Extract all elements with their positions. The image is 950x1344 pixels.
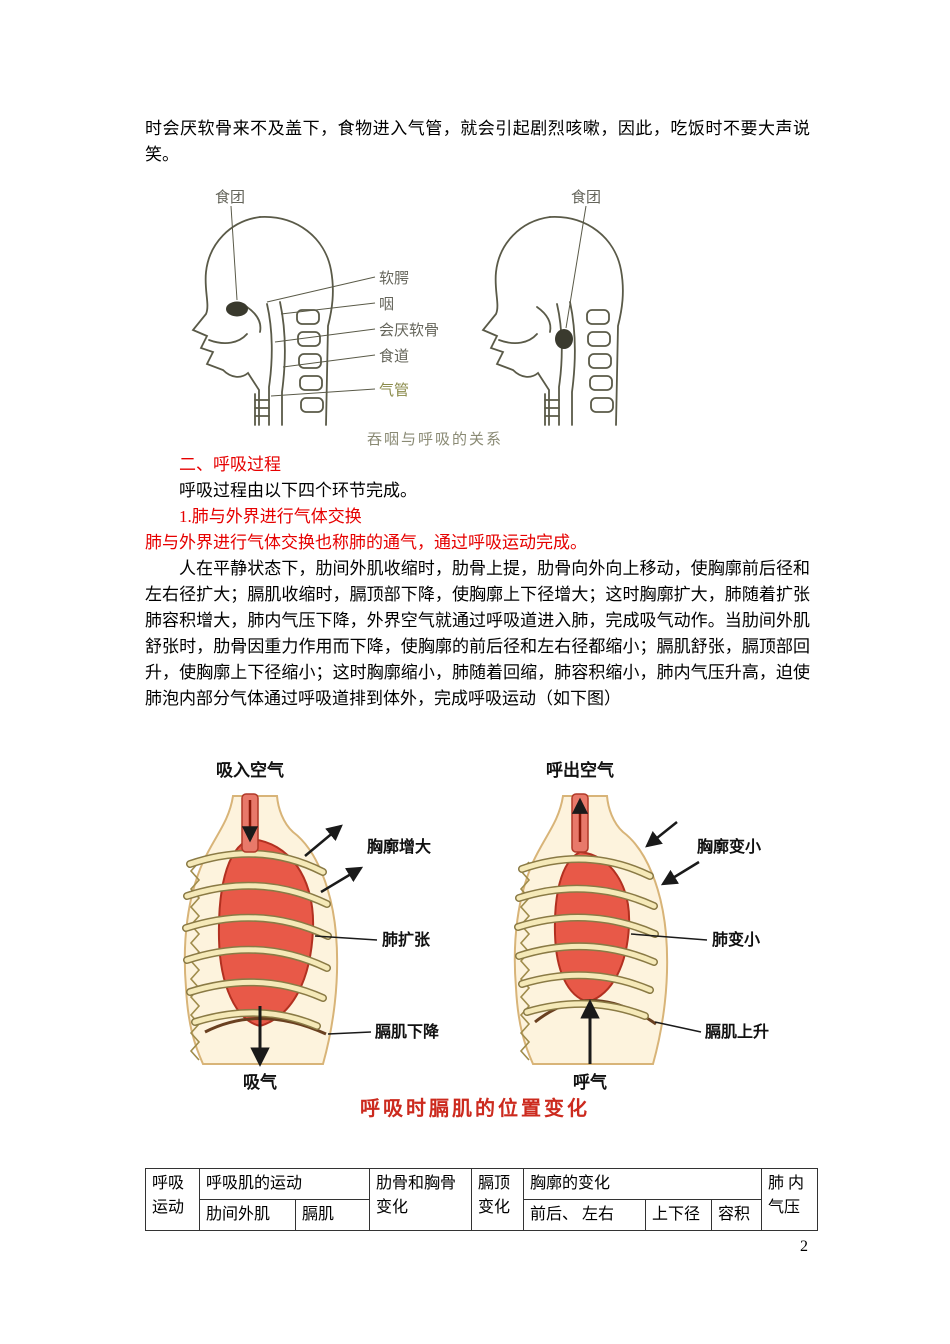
food-bolus-left bbox=[226, 301, 248, 317]
diaphragm-leader bbox=[654, 1021, 702, 1033]
expand-arrow-1 bbox=[304, 824, 343, 857]
cell-intercostal: 肋间外肌 bbox=[199, 1199, 296, 1231]
section-heading: 二、呼吸过程 bbox=[179, 455, 281, 474]
intro-paragraph: 时会厌软骨来不及盖下，食物进入气管，就会引起剧烈咳嗽，因此，吃饭时不要大声说笑。 bbox=[145, 119, 810, 164]
diaphragm-lowered bbox=[204, 1017, 327, 1036]
food-bolus-right bbox=[555, 329, 573, 349]
page-number: 2 bbox=[800, 1238, 808, 1255]
inhale-diagram: 吸入空气 胸廓增大 肺扩张 膈肌下降 吸气 bbox=[182, 760, 440, 1092]
ribs bbox=[515, 856, 658, 1019]
pharynx-label: 咽 bbox=[379, 296, 394, 313]
lung-leader bbox=[314, 935, 378, 941]
cell-diaphragm: 膈肌 bbox=[294, 1199, 371, 1231]
thorax-enlarge-label: 胸廓增大 bbox=[367, 837, 431, 856]
diaphragm-leader bbox=[327, 1031, 372, 1035]
head-section-right bbox=[482, 215, 624, 426]
inhale-bottom-label: 吸气 bbox=[243, 1072, 277, 1092]
figure2-caption: 呼吸时膈肌的位置变化 bbox=[360, 1098, 590, 1120]
cell-vertical: 上下径 bbox=[645, 1199, 713, 1231]
table-header-row-1: 呼吸运动 呼吸肌的运动 肋骨和胸骨变化 膈顶变化 胸廓的变化 肺 内气压 bbox=[145, 1168, 819, 1231]
shrink-arrow-2 bbox=[660, 860, 700, 886]
cell-volume: 容积 bbox=[711, 1199, 763, 1231]
sub-heading: 1.肺与外界进行气体交换 bbox=[179, 507, 362, 526]
breathing-table: 呼吸运动 呼吸肌的运动 肋骨和胸骨变化 膈顶变化 胸廓的变化 肺 内气压 肋间外… bbox=[145, 1168, 819, 1231]
diaphragm-up-label: 膈肌上升 bbox=[705, 1023, 769, 1041]
cell-rib-sternum: 肋骨和胸骨变化 bbox=[369, 1168, 473, 1231]
cell-muscles-header: 呼吸肌的运动 bbox=[198, 1168, 371, 1200]
bolus-label-right: 食团 bbox=[571, 189, 601, 206]
table-header-row-2: 肋间外肌 膈肌 前后、 左右 上下径 容积 bbox=[146, 1199, 818, 1231]
lung-shrink-label: 肺变小 bbox=[712, 930, 760, 949]
inhale-top-label: 吸入空气 bbox=[216, 760, 284, 780]
cell-lung-pressure: 肺 内气压 bbox=[761, 1168, 819, 1231]
shrink-arrow-1 bbox=[645, 821, 678, 848]
trachea-label: 气管 bbox=[379, 382, 409, 399]
section-intro-line: 呼吸过程由以下四个环节完成。 bbox=[179, 481, 417, 500]
epiglottis-label: 会厌软骨 bbox=[379, 322, 439, 339]
swallowing-figure: 食团 食团 软腭 咽 会厌软骨 食道 气管 吞咽与呼吸的关系 bbox=[175, 184, 695, 450]
process-paragraph: 人在平静状态下，肋间外肌收缩时，肋骨上提，肋骨向外向上移动，使胸廓前后径和左右径… bbox=[145, 559, 810, 708]
lung-expand-label: 肺扩张 bbox=[382, 930, 431, 949]
esophagus-label: 食道 bbox=[379, 348, 409, 365]
sub-note: 肺与外界进行气体交换也称肺的通气，通过呼吸运动完成。 bbox=[145, 533, 587, 552]
bolus-label-left: 食团 bbox=[215, 189, 245, 206]
breathing-figure: 吸入空气 胸廓增大 肺扩张 膈肌下降 吸气 bbox=[145, 744, 805, 1122]
exhale-top-label: 呼出空气 bbox=[546, 760, 614, 780]
head-section-left bbox=[192, 215, 334, 426]
cell-thorax-header: 胸廓的变化 bbox=[523, 1168, 763, 1200]
cell-front-back: 前后、 左右 bbox=[523, 1199, 647, 1231]
breathing-diagram: 吸入空气 胸廓增大 肺扩张 膈肌下降 吸气 bbox=[182, 760, 769, 1092]
swallowing-diagram: 食团 食团 软腭 咽 会厌软骨 食道 气管 bbox=[192, 189, 624, 426]
leader-lines bbox=[230, 205, 587, 397]
figure1-caption: 吞咽与呼吸的关系 bbox=[366, 431, 503, 448]
lung-leader bbox=[630, 933, 708, 941]
ribs bbox=[183, 851, 331, 1029]
exhale-bottom-label: 呼气 bbox=[573, 1072, 607, 1092]
cell-dome-change: 膈顶变化 bbox=[471, 1168, 525, 1231]
soft-palate-label: 软腭 bbox=[379, 270, 409, 287]
expand-arrow-2 bbox=[320, 866, 364, 894]
exhale-diagram: 呼出空气 胸廓变小 肺变小 膈肌上升 呼气 bbox=[513, 760, 769, 1092]
diaphragm-down-label: 膈肌下降 bbox=[375, 1022, 440, 1041]
thorax-shrink-label: 胸廓变小 bbox=[697, 837, 761, 856]
cell-breathing-motion: 呼吸运动 bbox=[145, 1168, 200, 1231]
